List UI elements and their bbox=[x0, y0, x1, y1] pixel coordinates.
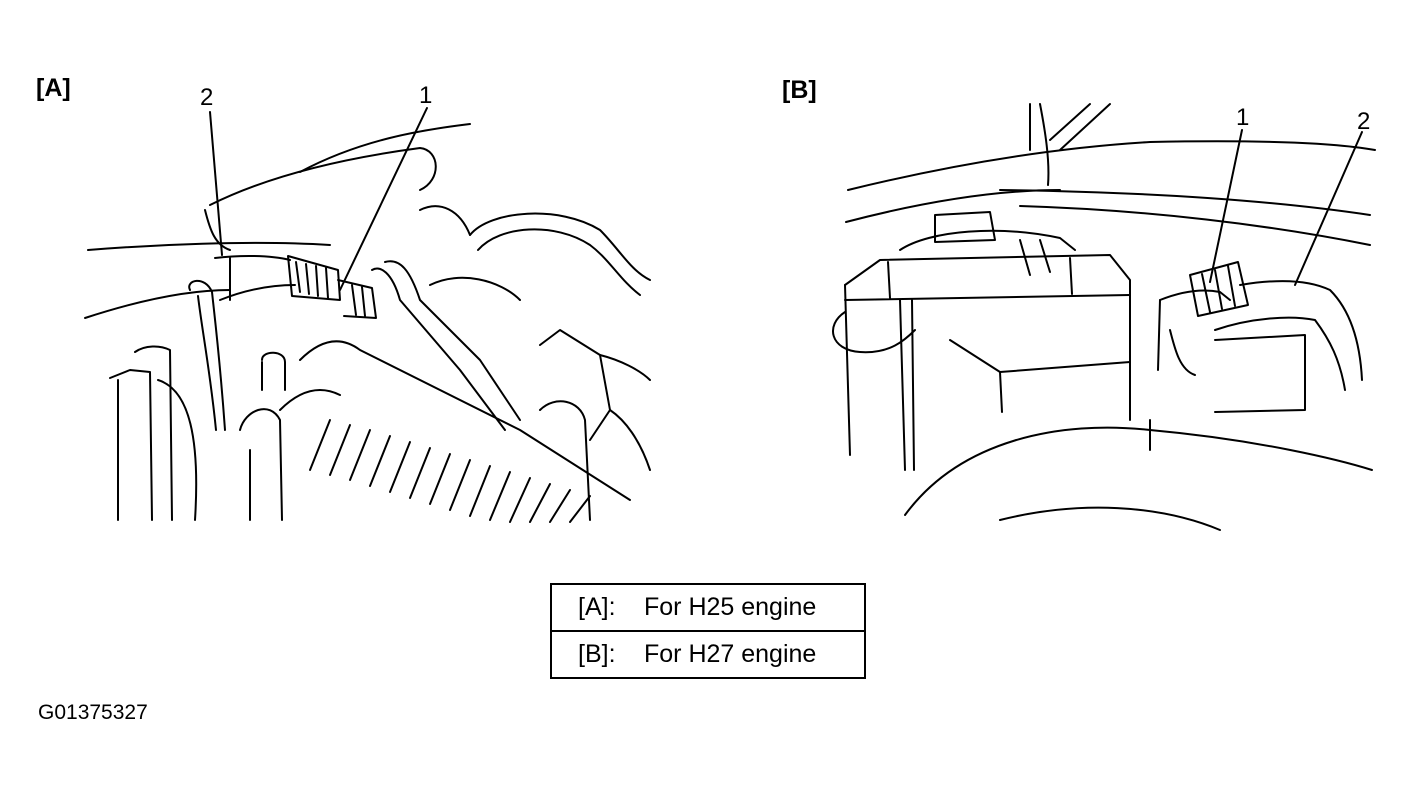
legend-row: [A]: For H25 engine bbox=[552, 585, 864, 630]
panel-a-callout-1: 1 bbox=[419, 82, 433, 109]
legend-key: [A]: bbox=[578, 593, 616, 621]
legend-table: [A]: For H25 engine [B]: For H27 engine bbox=[550, 583, 866, 679]
legend-key: [B]: bbox=[578, 640, 616, 668]
panel-b-drawing bbox=[832, 103, 1376, 531]
panel-a-callout-2: 2 bbox=[200, 84, 214, 111]
panel-a-label: [A] bbox=[36, 74, 71, 102]
panel-a-drawing bbox=[84, 107, 651, 523]
legend-description: For H25 engine bbox=[644, 593, 817, 621]
panel-b-label: [B] bbox=[782, 76, 817, 104]
legend-description: For H27 engine bbox=[644, 640, 817, 668]
legend-row: [B]: For H27 engine bbox=[552, 630, 864, 677]
panel-b-callout-1: 1 bbox=[1236, 104, 1250, 131]
panel-b-callout-2: 2 bbox=[1357, 108, 1371, 135]
figure-id: G01375327 bbox=[38, 701, 148, 724]
